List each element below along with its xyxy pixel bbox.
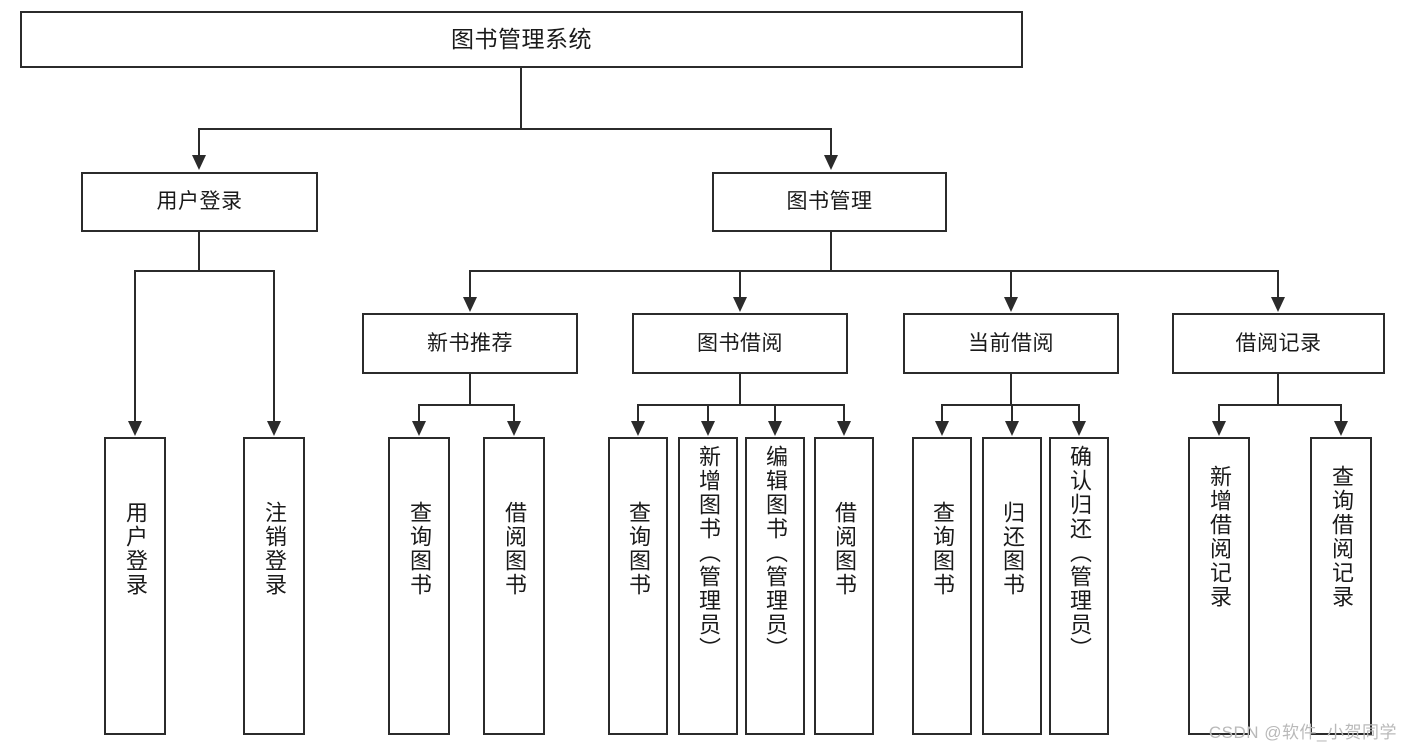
leaf-bb-edit-book-admin[interactable]: 编辑图书（管理员） [745,437,805,735]
node-label: 用户登录 [156,190,243,214]
arrowhead-book-mgmt [824,155,838,170]
arrowhead-borrow-record [1271,297,1285,312]
connector-root-to-user-login [198,128,200,155]
node-book-management[interactable]: 图书管理 [712,172,947,232]
arrowhead-leaf-logout [267,421,281,436]
connector-new-book-rec-stem [469,374,471,406]
connector-new-book-rec-rail [418,404,514,406]
node-root-library-system[interactable]: 图书管理系统 [20,11,1023,68]
node-label: 归还图书 [1000,501,1025,597]
leaf-bb-query-books[interactable]: 查询图书 [608,437,668,735]
leaf-nbr-query-books[interactable]: 查询图书 [388,437,450,735]
node-label: 查询图书 [407,501,432,597]
node-label: 查询借阅记录 [1329,465,1354,609]
connector-root-rail [198,128,832,130]
node-label: 图书管理系统 [451,25,592,52]
connector-book-mgmt-branch-2 [739,270,741,298]
leaf-bb-borrow-books[interactable]: 借阅图书 [814,437,874,735]
node-book-borrowing[interactable]: 图书借阅 [632,313,848,374]
leaf-cb-query-books[interactable]: 查询图书 [912,437,972,735]
connector-book-borrow-branch-4 [843,404,845,422]
arrowhead-leaf-user-login [128,421,142,436]
node-label: 借阅图书 [832,501,857,597]
connector-user-login-branch-1 [134,270,136,422]
connector-user-login-rail [134,270,274,272]
node-label: 查询图书 [930,501,955,597]
connector-current-borrow-branch-3 [1078,404,1080,422]
arrowhead-cb-query-book [935,421,949,436]
arrowhead-br-query-record [1334,421,1348,436]
node-current-borrowing[interactable]: 当前借阅 [903,313,1119,374]
connector-book-mgmt-branch-4 [1277,270,1279,298]
node-label: 确认归还（管理员） [1067,445,1092,661]
arrowhead-bb-borrow-book [837,421,851,436]
node-borrowing-records[interactable]: 借阅记录 [1172,313,1385,374]
leaf-logout[interactable]: 注销登录 [243,437,305,735]
node-label: 借阅图书 [502,501,527,597]
connector-current-borrow-stem [1010,374,1012,406]
arrowhead-new-book-rec [463,297,477,312]
node-label: 新增借阅记录 [1207,465,1232,609]
arrowhead-nbr-query-book [412,421,426,436]
arrowhead-br-add-record [1212,421,1226,436]
leaf-nbr-borrow-books[interactable]: 借阅图书 [483,437,545,735]
arrowhead-nbr-borrow-book [507,421,521,436]
node-label: 图书借阅 [697,331,783,355]
leaf-cb-return-books[interactable]: 归还图书 [982,437,1042,735]
connector-borrow-record-stem [1277,374,1279,406]
leaf-cb-confirm-return-admin[interactable]: 确认归还（管理员） [1049,437,1109,735]
connector-current-borrow-rail [941,404,1079,406]
node-label: 图书管理 [786,190,873,214]
node-label: 借阅记录 [1235,331,1322,355]
connector-borrow-record-branch-2 [1340,404,1342,422]
arrowhead-current-borrow [1004,297,1018,312]
connector-current-borrow-branch-2 [1011,404,1013,422]
connector-root-stem [520,68,522,129]
connector-book-borrow-branch-2 [707,404,709,422]
connector-book-mgmt-branch-1 [469,270,471,298]
connector-root-to-book-mgmt [830,128,832,155]
arrowhead-bb-add-book [701,421,715,436]
arrowhead-bb-edit-book [768,421,782,436]
csdn-watermark: CSDN @软件_小贺同学 [1208,723,1397,742]
leaf-br-add-record[interactable]: 新增借阅记录 [1188,437,1250,735]
node-label: 查询图书 [626,501,651,597]
node-label: 编辑图书（管理员） [763,445,788,661]
arrowhead-cb-return-book [1005,421,1019,436]
connector-new-book-rec-branch-1 [418,404,420,422]
connector-user-login-stem [198,232,200,272]
arrowhead-user-login [192,155,206,170]
connector-book-mgmt-rail [469,270,1279,272]
connector-user-login-branch-2 [273,270,275,422]
node-new-book-recommendation[interactable]: 新书推荐 [362,313,578,374]
node-label: 注销登录 [262,501,287,597]
connector-book-mgmt-stem [830,232,832,272]
connector-borrow-record-branch-1 [1218,404,1220,422]
arrowhead-cb-confirm-return [1072,421,1086,436]
node-label: 新增图书（管理员） [696,445,721,661]
connector-borrow-record-rail [1218,404,1341,406]
connector-book-borrow-rail [637,404,845,406]
connector-new-book-rec-branch-2 [513,404,515,422]
connector-book-borrow-branch-3 [774,404,776,422]
leaf-bb-add-book-admin[interactable]: 新增图书（管理员） [678,437,738,735]
node-user-login[interactable]: 用户登录 [81,172,318,232]
connector-book-mgmt-branch-3 [1010,270,1012,298]
connector-current-borrow-branch-1 [941,404,943,422]
arrowhead-bb-query-book [631,421,645,436]
node-label: 新书推荐 [427,331,513,355]
connector-book-borrow-stem [739,374,741,406]
leaf-user-login[interactable]: 用户登录 [104,437,166,735]
connector-book-borrow-branch-1 [637,404,639,422]
leaf-br-query-record[interactable]: 查询借阅记录 [1310,437,1372,735]
node-label: 当前借阅 [968,331,1054,355]
arrowhead-book-borrow [733,297,747,312]
node-label: 用户登录 [123,501,148,597]
